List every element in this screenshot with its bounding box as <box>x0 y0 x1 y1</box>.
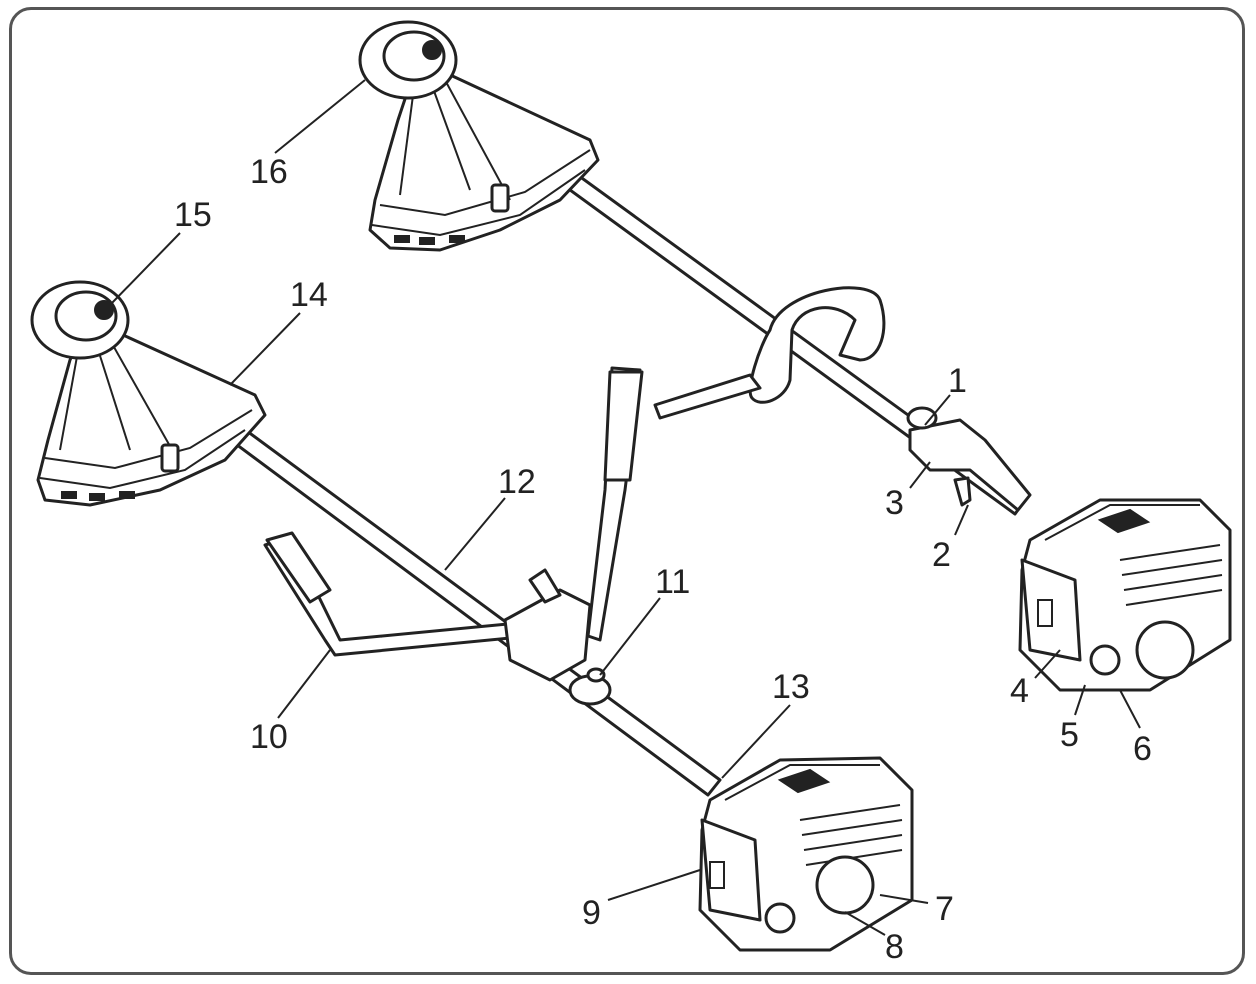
callout-12: 12 <box>498 463 536 501</box>
handle-clamp <box>503 588 592 682</box>
upper-brushcutter-illustration <box>358 20 1232 692</box>
callout-6: 6 <box>1133 730 1152 768</box>
callout-15: 15 <box>174 196 212 234</box>
callout-10: 10 <box>250 718 288 756</box>
lower-brushcutter-illustration <box>30 280 914 952</box>
callout-16: 16 <box>250 153 288 191</box>
callout-labels: 1 2 3 4 5 6 7 8 9 10 11 12 13 14 15 16 <box>174 153 1152 966</box>
callout-4: 4 <box>1010 672 1029 710</box>
callout-1: 1 <box>948 362 967 400</box>
callout-2: 2 <box>932 536 951 574</box>
callout-11: 11 <box>655 563 690 601</box>
leader-lines <box>109 79 1141 936</box>
upper-cutting-guard <box>368 58 600 252</box>
callout-8: 8 <box>885 928 904 966</box>
loop-handle <box>748 286 886 404</box>
callout-14: 14 <box>290 276 328 314</box>
callout-7: 7 <box>935 890 954 928</box>
callout-5: 5 <box>1060 716 1079 754</box>
callout-9: 9 <box>582 894 601 932</box>
callout-3: 3 <box>885 484 904 522</box>
callout-13: 13 <box>772 668 810 706</box>
upper-throttle-handle <box>908 418 1032 512</box>
barrier-bar <box>653 373 762 420</box>
diagram-frame <box>9 7 1245 975</box>
